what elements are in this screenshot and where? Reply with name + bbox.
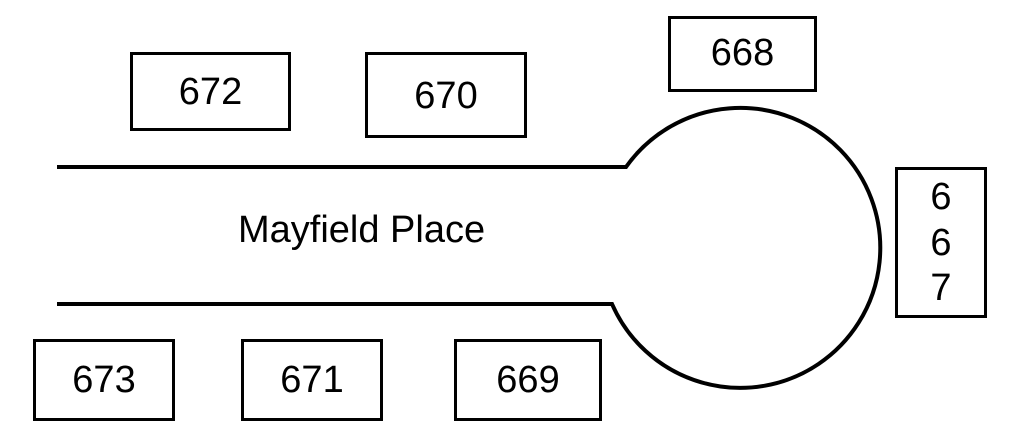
lot-number: 668: [710, 32, 775, 74]
lot-670[interactable]: 670: [365, 52, 527, 138]
lot-digit: 7: [930, 267, 952, 310]
road-outline: [57, 105, 883, 390]
lot-number: 672: [178, 70, 243, 113]
lot-671[interactable]: 671: [241, 339, 383, 421]
lot-number: 670: [414, 75, 478, 117]
lot-667[interactable]: 6 6 7: [895, 167, 987, 318]
lot-669[interactable]: 669: [454, 339, 602, 421]
lot-digit: 6: [930, 221, 952, 264]
lot-digit: 6: [930, 175, 952, 218]
street-name-label: Mayfield Place: [238, 209, 486, 251]
lot-number: 671: [280, 359, 344, 401]
lot-number: 673: [72, 359, 136, 401]
lot-668[interactable]: 668: [668, 16, 817, 92]
lot-673[interactable]: 673: [33, 339, 175, 421]
lot-672[interactable]: 672: [130, 52, 291, 131]
lot-number: 669: [496, 359, 560, 401]
